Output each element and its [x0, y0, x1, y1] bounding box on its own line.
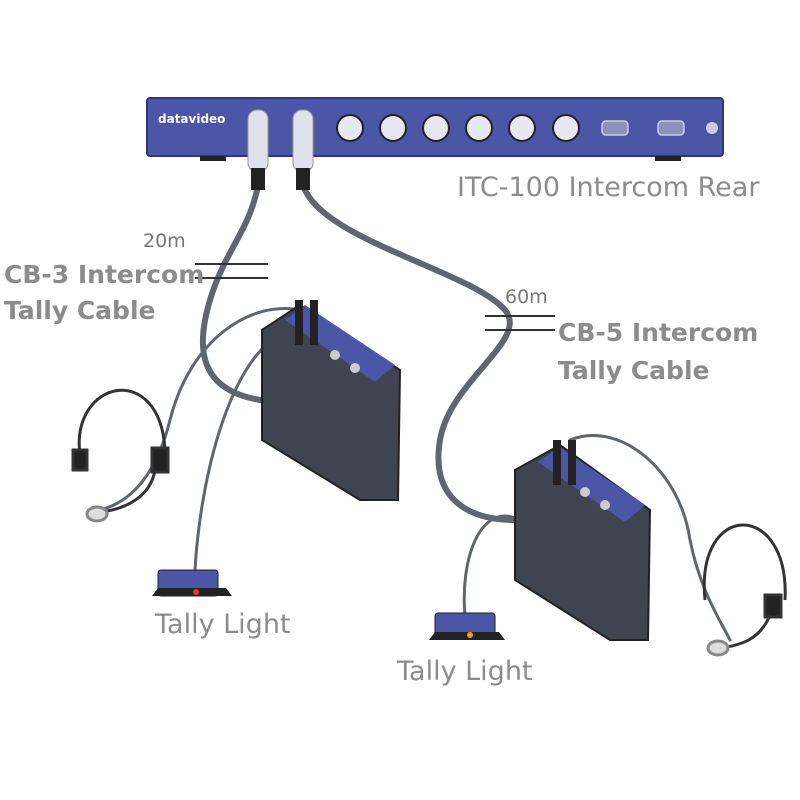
db9-ports [601, 120, 685, 136]
cb3-cable [199, 182, 263, 403]
headset-left [71, 388, 170, 523]
headset-cable-left [98, 307, 302, 512]
tally-light-right-label: Tally Light [397, 656, 533, 687]
cb3-label-line1: CB-3 Intercom [4, 260, 205, 289]
headset-right [702, 523, 787, 657]
beltpack-right [514, 440, 652, 641]
power-port [706, 122, 718, 134]
device-caption: ITC-100 Intercom Rear [457, 172, 760, 203]
xlr-plugs [247, 109, 314, 190]
itc-100-device [146, 97, 724, 190]
cb5-cable [300, 182, 518, 523]
beltpack-left [261, 300, 402, 501]
datavideo-logo: datavideo [158, 112, 226, 126]
tally-light-right-device [429, 612, 505, 640]
tally-light-left-label: Tally Light [155, 609, 291, 640]
xlr-ports [336, 114, 580, 142]
cb5-label-line1: CB-5 Intercom [558, 318, 759, 347]
headset-cable-right [568, 434, 732, 642]
length-markers [195, 263, 555, 331]
tally-cable-right [462, 514, 522, 617]
cb5-label-line2: Tally Cable [558, 356, 710, 385]
cb3-label-line2: Tally Cable [4, 296, 156, 325]
cb3-length: 20m [143, 230, 186, 252]
tally-light-left-device [152, 569, 232, 597]
cb5-length: 60m [505, 286, 548, 308]
